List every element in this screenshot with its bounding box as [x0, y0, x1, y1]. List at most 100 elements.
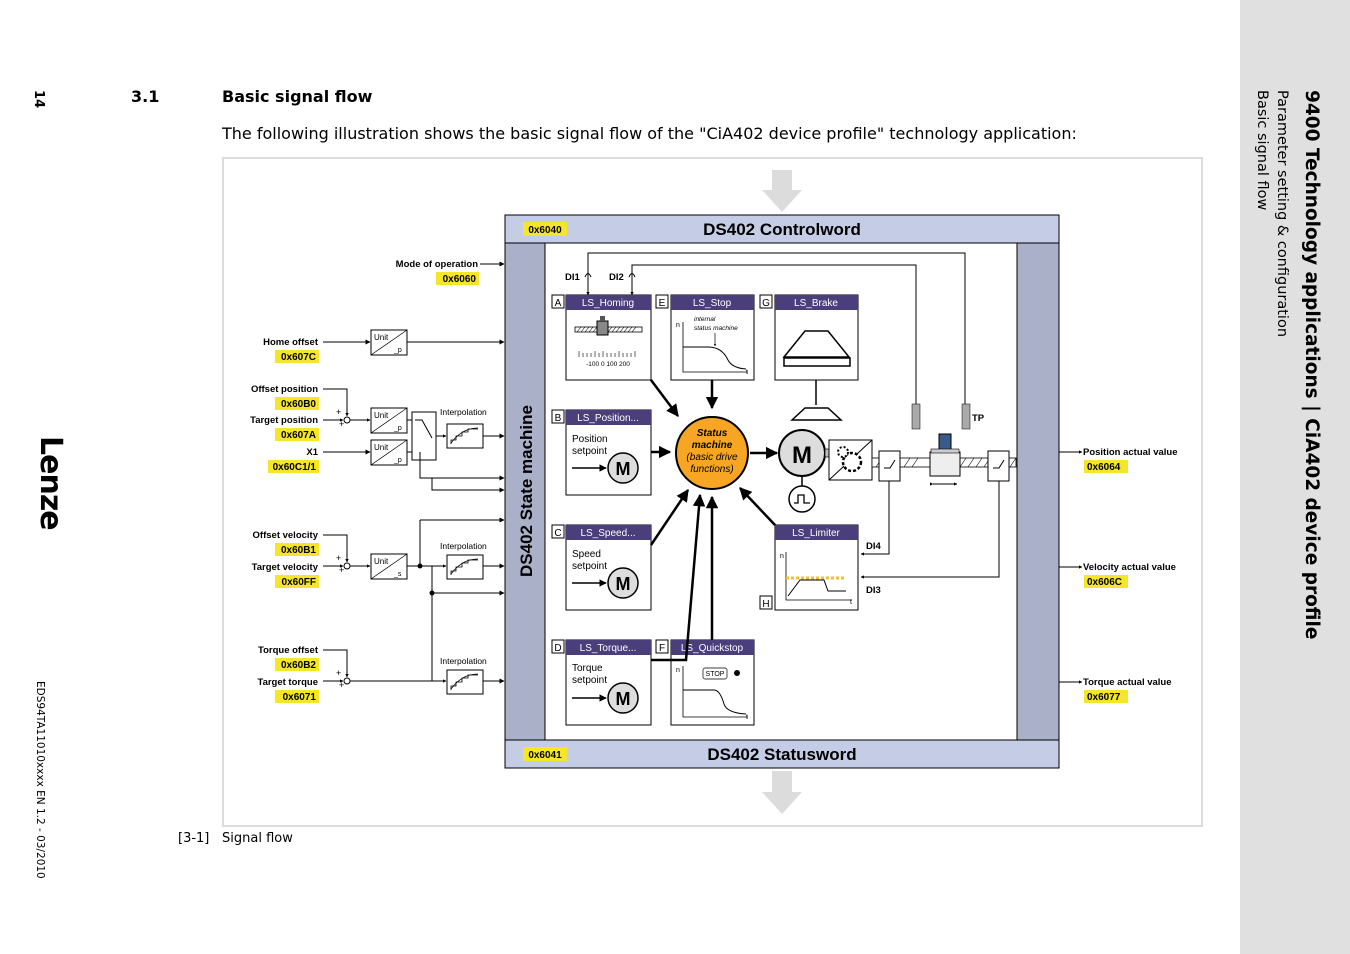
svg-text:Interpolation: Interpolation — [440, 407, 487, 417]
svg-text:Speed: Speed — [572, 549, 601, 560]
svg-text:Torque offset: Torque offset — [258, 645, 319, 656]
svg-text:C: C — [554, 528, 561, 539]
statusword-bar — [504, 739, 1060, 769]
svg-text:M: M — [616, 574, 631, 594]
controlword-code-highlight — [523, 222, 567, 236]
svg-text:Interpolation: Interpolation — [440, 541, 487, 551]
status-machine-node: Status machine (basic drive functions) — [675, 416, 749, 490]
svg-text:M: M — [616, 689, 631, 709]
svg-text:Unit: Unit — [374, 333, 389, 342]
svg-text:Torque: Torque — [572, 663, 603, 674]
svg-text:G: G — [762, 298, 770, 309]
svg-text:0x60B1: 0x60B1 — [281, 545, 316, 556]
block-stop: E LS_Stop internal status machine n t — [655, 294, 755, 381]
svg-text:F: F — [659, 643, 665, 654]
input-target-torque: Target torque 0x6071 — [257, 677, 344, 703]
svg-text:0x6077: 0x6077 — [1087, 692, 1121, 703]
svg-text:0x60B0: 0x60B0 — [281, 399, 316, 410]
svg-text:internal: internal — [694, 316, 716, 323]
svg-text:E: E — [659, 298, 666, 309]
svg-text:Unit: Unit — [374, 443, 389, 452]
svg-text:0x60C1/1: 0x60C1/1 — [273, 462, 317, 473]
svg-text:setpoint: setpoint — [572, 446, 607, 457]
svg-text:TP: TP — [972, 413, 985, 424]
svg-text:_p: _p — [393, 425, 402, 432]
input-target-velocity: Target velocity 0x60FF — [252, 562, 344, 588]
interpolation-velocity: Interpolation — [407, 541, 505, 580]
chapter-sidebar — [1240, 0, 1350, 954]
svg-text:LS_Position...: LS_Position... — [577, 413, 639, 424]
summing-point-velocity: + + — [336, 553, 371, 575]
svg-text:LS_Limiter: LS_Limiter — [792, 528, 840, 539]
block-homing: A LS_Homing -100 0 100 200 — [551, 294, 652, 381]
svg-text:t: t — [746, 369, 748, 376]
input-x1: X1 0x60C1/1 — [268, 447, 371, 473]
svg-text:LS_Brake: LS_Brake — [794, 298, 838, 309]
svg-text:n: n — [676, 322, 680, 329]
statusword-code: 0x6041 — [528, 750, 562, 761]
output-torque-actual: Torque actual value 0x6077 — [1059, 677, 1172, 703]
svg-text:setpoint: setpoint — [572, 561, 607, 572]
summing-point-position: + + — [336, 407, 371, 429]
block-brake: G LS_Brake — [759, 294, 859, 405]
svg-text:t: t — [850, 599, 852, 606]
main-motor-icon: M — [778, 429, 840, 477]
unit-block-home-offset: Unit _p — [370, 329, 505, 356]
gearbox-icon — [828, 439, 873, 481]
state-machine-label: DS402 State machine — [517, 405, 536, 577]
di-feedback-lines — [584, 252, 966, 404]
svg-text:B: B — [555, 413, 562, 424]
svg-text:Target torque: Target torque — [257, 677, 318, 688]
status-machine-arrows — [649, 379, 779, 662]
svg-text:Home offset: Home offset — [263, 337, 319, 348]
section-number: 3.1 — [131, 87, 160, 106]
limit-switch-left — [878, 450, 901, 482]
limit-switch-right — [987, 450, 1010, 482]
unit-block-x1: Unit _p — [370, 439, 408, 466]
svg-text:Target position: Target position — [250, 415, 318, 426]
svg-text:0x606C: 0x606C — [1087, 577, 1122, 588]
input-offset-velocity: Offset velocity 0x60B1 — [253, 530, 349, 563]
svg-text:M: M — [792, 442, 812, 469]
svg-text:Interpolation: Interpolation — [440, 656, 487, 666]
svg-text:+: + — [339, 680, 344, 690]
svg-text:Velocity actual value: Velocity actual value — [1083, 562, 1176, 573]
flow-arrow-bottom — [762, 771, 802, 814]
svg-text:+: + — [339, 419, 344, 429]
svg-text:Target velocity: Target velocity — [252, 562, 319, 573]
svg-text:Offset velocity: Offset velocity — [253, 530, 319, 541]
svg-text:X1: X1 — [306, 447, 318, 458]
svg-text:functions): functions) — [690, 464, 733, 475]
svg-text:STOP: STOP — [706, 671, 725, 678]
block-limiter: H LS_Limiter n t — [759, 524, 859, 611]
controlword-bar — [504, 214, 1060, 244]
svg-text:_s: _s — [393, 571, 402, 578]
input-mode-of-operation: Mode of operation 0x6060 — [396, 259, 505, 285]
svg-text:LS_Homing: LS_Homing — [582, 298, 634, 309]
section-title: Basic signal flow — [222, 87, 373, 106]
block-torque: D LS_Torque... Torque setpoint M — [551, 639, 652, 726]
svg-text:n: n — [780, 553, 784, 560]
svg-text:Torque actual value: Torque actual value — [1083, 677, 1172, 688]
di34-feedback-lines — [860, 481, 1000, 579]
position-select-switch — [407, 411, 447, 461]
spindle-axis — [871, 433, 1017, 486]
svg-text:H: H — [762, 599, 769, 610]
svg-text:status machine: status machine — [694, 325, 738, 332]
svg-text:A: A — [555, 298, 562, 309]
output-column — [1016, 242, 1060, 741]
svg-text:0x607A: 0x607A — [281, 430, 316, 441]
intro-paragraph: The following illustration shows the bas… — [222, 124, 1077, 143]
svg-text:0x60FF: 0x60FF — [282, 577, 316, 588]
svg-text:machine: machine — [692, 440, 733, 451]
svg-text:Offset position: Offset position — [251, 384, 318, 395]
svg-text:M: M — [616, 459, 631, 479]
output-velocity-actual: Velocity actual value 0x606C — [1059, 562, 1176, 588]
figure-caption-number: [3-1] — [178, 831, 210, 846]
svg-text:(basic drive: (basic drive — [686, 452, 738, 463]
svg-text:t: t — [746, 714, 748, 721]
di3-label: DI3 — [866, 585, 881, 596]
svg-text:-100 0 100 200: -100 0 100 200 — [586, 361, 630, 368]
svg-text:+: + — [339, 565, 344, 575]
svg-text:0x607C: 0x607C — [281, 352, 316, 363]
